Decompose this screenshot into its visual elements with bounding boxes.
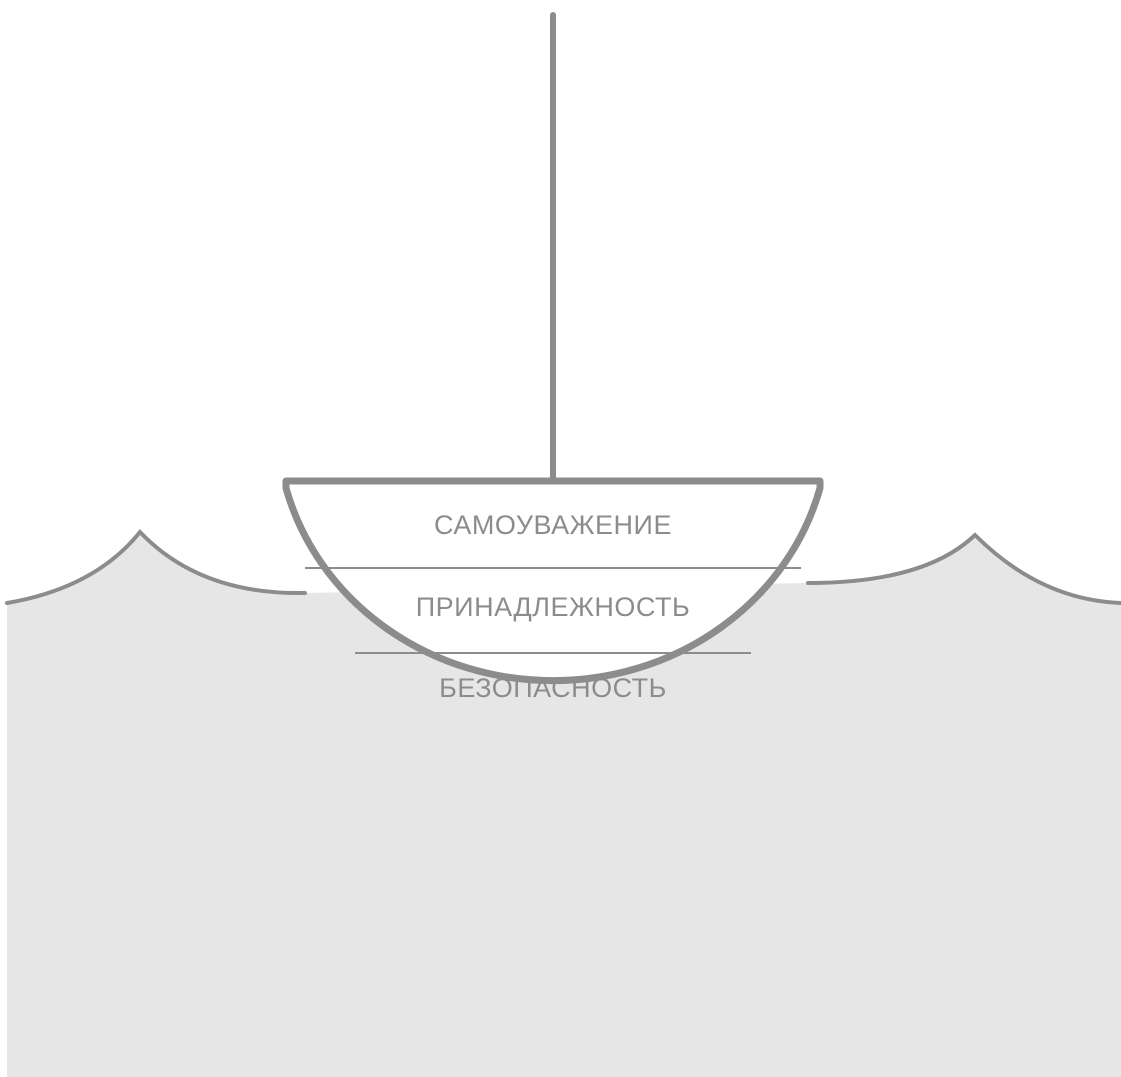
level-label-self-esteem: САМОУВАЖЕНИЕ: [434, 510, 672, 540]
level-label-belonging: ПРИНАДЛЕЖНОСТЬ: [416, 592, 690, 622]
level-label-safety: БЕЗОПАСНОСТЬ: [439, 673, 667, 703]
